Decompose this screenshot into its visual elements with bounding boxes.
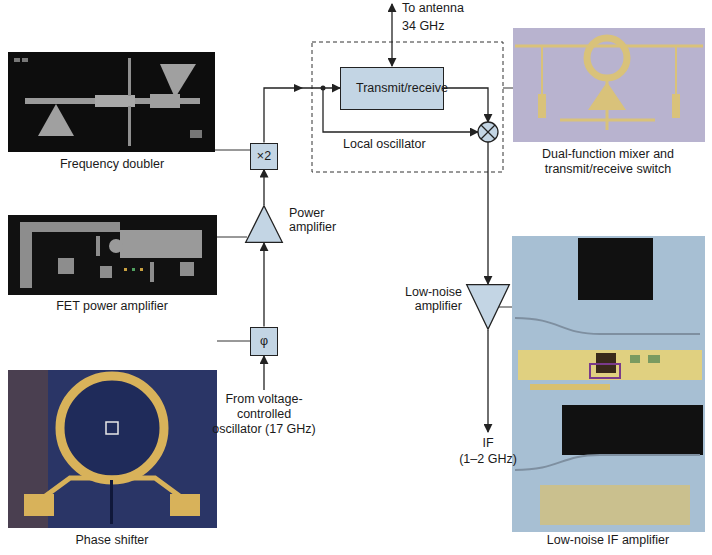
mixer-symbol bbox=[478, 122, 498, 142]
lna-chip-photo bbox=[630, 355, 640, 363]
doubler-chip-photo bbox=[14, 58, 20, 62]
mixer-symbol bbox=[481, 125, 495, 139]
fet-chip-photo bbox=[96, 236, 100, 256]
fet-chip-photo bbox=[8, 215, 217, 295]
part-label: Low-noise IF amplifier bbox=[513, 533, 703, 548]
doubler-chip-photo bbox=[38, 104, 74, 136]
triangle-outline bbox=[246, 206, 283, 243]
lna-chip-photo bbox=[562, 405, 703, 455]
leader-line bbox=[498, 307, 512, 308]
doubler-chip-photo bbox=[22, 58, 28, 62]
fet-chip-photo bbox=[58, 258, 74, 274]
triangle-outline bbox=[245, 205, 283, 243]
fet-chip-photo bbox=[132, 268, 135, 271]
doubler-chip-photo bbox=[128, 106, 131, 146]
mixer-chip-photo bbox=[541, 46, 543, 94]
fet-chip-photo bbox=[140, 268, 143, 271]
amplifier-triangle: Power amplifier bbox=[245, 205, 283, 243]
mixer-chip-photo bbox=[672, 94, 680, 118]
triangle-outline bbox=[466, 284, 510, 330]
part-label: Local oscillator bbox=[343, 137, 426, 152]
part-label: From voltage-controlled oscillator (17 G… bbox=[211, 392, 317, 437]
fet-chip-photo bbox=[150, 262, 154, 282]
fet-chip-photo bbox=[20, 222, 120, 232]
lna-chip-photo bbox=[515, 318, 700, 334]
signal-connector bbox=[263, 243, 264, 327]
amplifier-triangle: Low-noise amplifier bbox=[466, 284, 510, 330]
fet-chip-photo bbox=[120, 230, 202, 258]
fet-chip-photo bbox=[124, 268, 127, 271]
triangle-outline bbox=[467, 285, 510, 330]
doubler-chip-photo bbox=[95, 95, 135, 107]
mixer-chip-photo bbox=[538, 94, 546, 118]
part-label: Dual-function mixer and transmit/receive… bbox=[518, 147, 698, 177]
part-label: To antenna bbox=[402, 1, 464, 16]
lna-chip-photo bbox=[590, 364, 620, 378]
phase-shifter-photo bbox=[8, 370, 217, 528]
module-outline bbox=[312, 42, 503, 172]
lna-chip-photo bbox=[515, 455, 700, 470]
mixer-chip-photo bbox=[560, 119, 655, 122]
block-label: φ bbox=[260, 334, 268, 348]
lna-chip-photo bbox=[518, 350, 702, 380]
lna-chip-photo bbox=[578, 238, 653, 300]
part-label: Phase shifter bbox=[12, 533, 212, 548]
leader-line bbox=[215, 150, 250, 151]
signal-wire bbox=[391, 4, 392, 66]
phase-shifter-photo bbox=[170, 494, 200, 516]
leader-line bbox=[215, 88, 513, 341]
block-box: Transmit/receive bbox=[340, 67, 444, 110]
mixer-chip-photo bbox=[675, 46, 677, 94]
signal-connector bbox=[264, 88, 340, 143]
mixer-chip-photo bbox=[513, 28, 705, 142]
mixer-symbol bbox=[478, 122, 498, 142]
doubler-chip-photo bbox=[160, 64, 196, 98]
phase-shifter-photo bbox=[106, 422, 118, 434]
mixer-chip-photo bbox=[606, 78, 609, 130]
mixer-chip-photo bbox=[587, 38, 627, 78]
lna-chip-photo bbox=[512, 236, 705, 532]
signal-connector bbox=[263, 170, 264, 206]
fet-chip-photo bbox=[100, 266, 112, 278]
block-label: Transmit/receive bbox=[356, 81, 428, 95]
block-label: Low-noise amplifier bbox=[392, 285, 462, 314]
fet-chip-photo bbox=[8, 215, 217, 295]
block-box: ×2 bbox=[250, 143, 278, 170]
part-label: IF bbox=[458, 436, 518, 451]
signal-wire bbox=[264, 4, 488, 432]
part-label: (1–2 GHz) bbox=[448, 452, 528, 467]
block-box: φ bbox=[250, 327, 278, 356]
leader-line bbox=[503, 88, 513, 89]
leader-line bbox=[217, 237, 247, 238]
mixer-chip-photo bbox=[515, 45, 703, 48]
fet-chip-photo bbox=[109, 239, 123, 253]
part-label: FET power amplifier bbox=[12, 299, 212, 314]
phase-shifter-photo bbox=[60, 376, 164, 480]
lna-chip-photo bbox=[530, 384, 610, 390]
signal-wire bbox=[487, 330, 488, 432]
doubler-chip-photo bbox=[128, 58, 131, 96]
mixer-symbol bbox=[481, 125, 495, 139]
signal-wire bbox=[437, 88, 488, 122]
doubler-chip-photo bbox=[190, 130, 202, 138]
block-label: ×2 bbox=[257, 149, 271, 163]
lna-chip-photo bbox=[540, 485, 690, 525]
doubler-chip-photo bbox=[8, 52, 215, 152]
part-label: Frequency doubler bbox=[12, 157, 212, 172]
phase-shifter-photo bbox=[8, 370, 217, 528]
signal-wire bbox=[263, 356, 264, 390]
phase-shifter-photo bbox=[110, 480, 113, 524]
phase-shifter-photo bbox=[24, 494, 54, 516]
lna-chip-photo bbox=[512, 236, 705, 532]
fet-chip-photo bbox=[180, 262, 194, 276]
block-label: Power amplifier bbox=[289, 206, 361, 235]
leader-line bbox=[217, 341, 250, 342]
mixer-chip-photo bbox=[513, 28, 705, 142]
part-label: 34 GHz bbox=[402, 19, 444, 34]
lna-chip-photo bbox=[648, 355, 660, 363]
signal-wire bbox=[487, 142, 488, 284]
doubler-chip-photo bbox=[8, 52, 215, 152]
